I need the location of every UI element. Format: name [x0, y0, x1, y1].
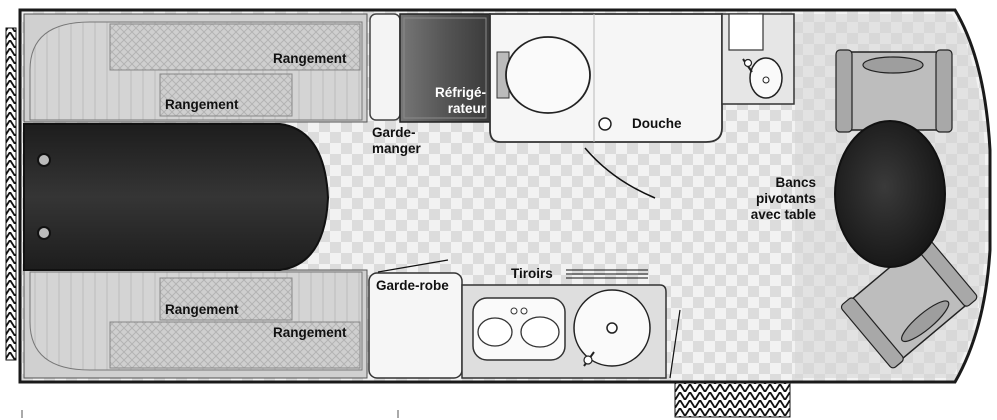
dining-table	[834, 120, 946, 268]
label-pantry: Garde- manger	[372, 125, 421, 157]
entry-step-hatch	[674, 381, 791, 418]
label-drawers: Tiroirs	[511, 266, 553, 281]
bed-bolt-top	[37, 153, 51, 167]
label-storage-bottom-right: Rangement	[273, 325, 347, 340]
swivel-bench-bottom	[840, 235, 978, 369]
bed-bolt-bottom	[37, 226, 51, 240]
label-storage-top-right: Rangement	[273, 51, 347, 66]
label-shower: Douche	[632, 116, 682, 131]
pantry-cabinet	[369, 13, 401, 121]
label-wardrobe: Garde-robe	[376, 278, 449, 293]
storage-hatch-bottom-left	[159, 277, 293, 321]
storage-hatch-bottom-right	[109, 321, 361, 369]
label-pantry-line2: manger	[372, 141, 421, 156]
label-refrigerator-line1: Réfrigé-	[434, 85, 486, 100]
swivel-bench-top	[835, 49, 953, 133]
shower-drain	[598, 117, 612, 131]
storage-hatch-top-left	[159, 73, 293, 117]
refrigerator	[399, 13, 491, 123]
label-swivel-line2: pivotants	[755, 191, 816, 206]
label-refrigerator-line2: rateur	[447, 101, 486, 116]
bathroom-door-swing	[584, 147, 656, 199]
toilet-bowl	[505, 36, 591, 114]
label-storage-bottom-left: Rangement	[165, 302, 239, 317]
label-swivel-benches: Bancs pivotants avec table	[728, 175, 816, 223]
rear-bed	[23, 123, 330, 271]
entry-door-line	[669, 309, 681, 379]
rear-bumper-hatch	[5, 27, 17, 361]
label-storage-top-left: Rangement	[165, 97, 239, 112]
storage-hatch-top-right	[109, 23, 361, 71]
label-swivel-line3: avec table	[750, 207, 816, 222]
label-swivel-line1: Bancs	[775, 175, 816, 190]
label-pantry-line1: Garde-	[372, 125, 416, 140]
label-refrigerator: Réfrigé- rateur	[404, 85, 486, 117]
